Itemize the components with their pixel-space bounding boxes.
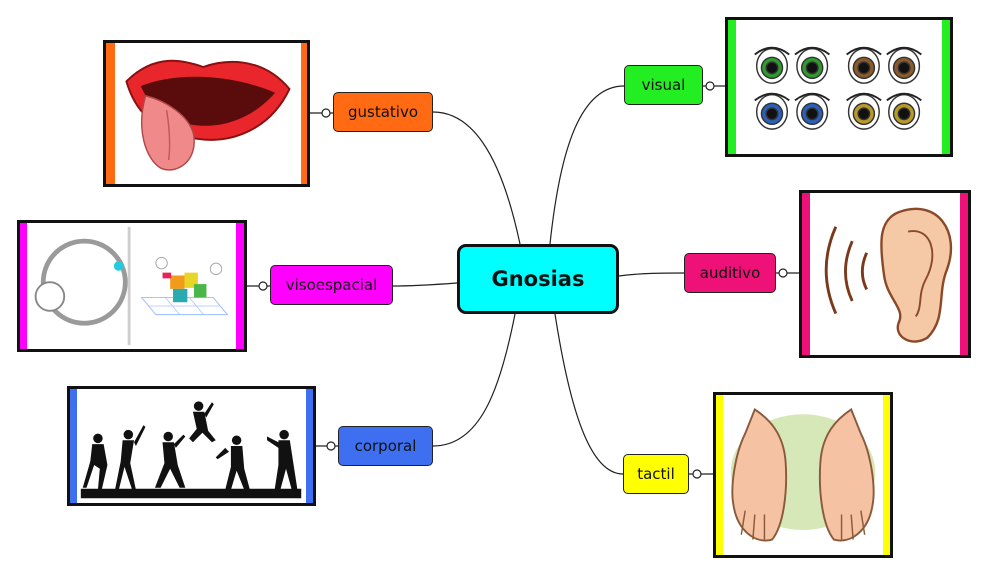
accent-bar bbox=[716, 395, 723, 555]
cartoon-eyes-icon bbox=[754, 46, 922, 130]
accent-bar bbox=[106, 43, 115, 184]
accent-bar bbox=[802, 193, 810, 355]
accent-bar bbox=[306, 389, 313, 503]
connector-dot bbox=[705, 81, 715, 91]
connector-gustativo bbox=[432, 111, 521, 245]
topic-tactil[interactable]: tactil bbox=[623, 454, 689, 494]
connector-visual bbox=[549, 85, 625, 245]
topic-corporal[interactable]: corporal bbox=[338, 426, 433, 466]
topic-visual[interactable]: visual bbox=[624, 65, 703, 105]
connector-corporal bbox=[432, 313, 516, 447]
connector-visoespacial bbox=[392, 282, 458, 287]
accent-bar bbox=[236, 223, 244, 349]
accent-bar bbox=[301, 43, 307, 184]
connector-dot bbox=[258, 281, 268, 291]
accent-bar bbox=[942, 20, 950, 154]
ear-soundwaves-icon bbox=[824, 207, 953, 343]
central-topic[interactable]: Gnosias bbox=[457, 244, 619, 314]
topic-visoespacial[interactable]: visoespacial bbox=[270, 265, 393, 305]
connector-auditivo bbox=[618, 272, 685, 277]
image-visual[interactable] bbox=[725, 17, 953, 157]
connector-dot bbox=[321, 108, 331, 118]
accent-bar bbox=[960, 193, 968, 355]
mouth-tongue-icon bbox=[125, 59, 291, 171]
accent-bar bbox=[70, 389, 77, 503]
dancer-silhouettes-icon bbox=[80, 401, 302, 499]
image-tactil[interactable] bbox=[713, 392, 893, 558]
connector-tactil bbox=[554, 313, 624, 475]
image-auditivo[interactable] bbox=[799, 190, 971, 358]
topic-gustativo[interactable]: gustativo bbox=[333, 92, 433, 132]
connector-dot bbox=[778, 268, 788, 278]
image-corporal[interactable] bbox=[67, 386, 316, 506]
open-hands-icon bbox=[730, 407, 876, 542]
accent-bar bbox=[728, 20, 736, 154]
connector-dot bbox=[326, 441, 336, 451]
topic-auditivo[interactable]: auditivo bbox=[684, 253, 776, 293]
accent-bar bbox=[883, 395, 890, 555]
accent-bar bbox=[20, 223, 27, 349]
image-visoespacial[interactable] bbox=[17, 220, 247, 352]
spatial-cubes-icon bbox=[34, 226, 229, 346]
image-gustativo[interactable] bbox=[103, 40, 310, 187]
connector-dot bbox=[692, 469, 702, 479]
